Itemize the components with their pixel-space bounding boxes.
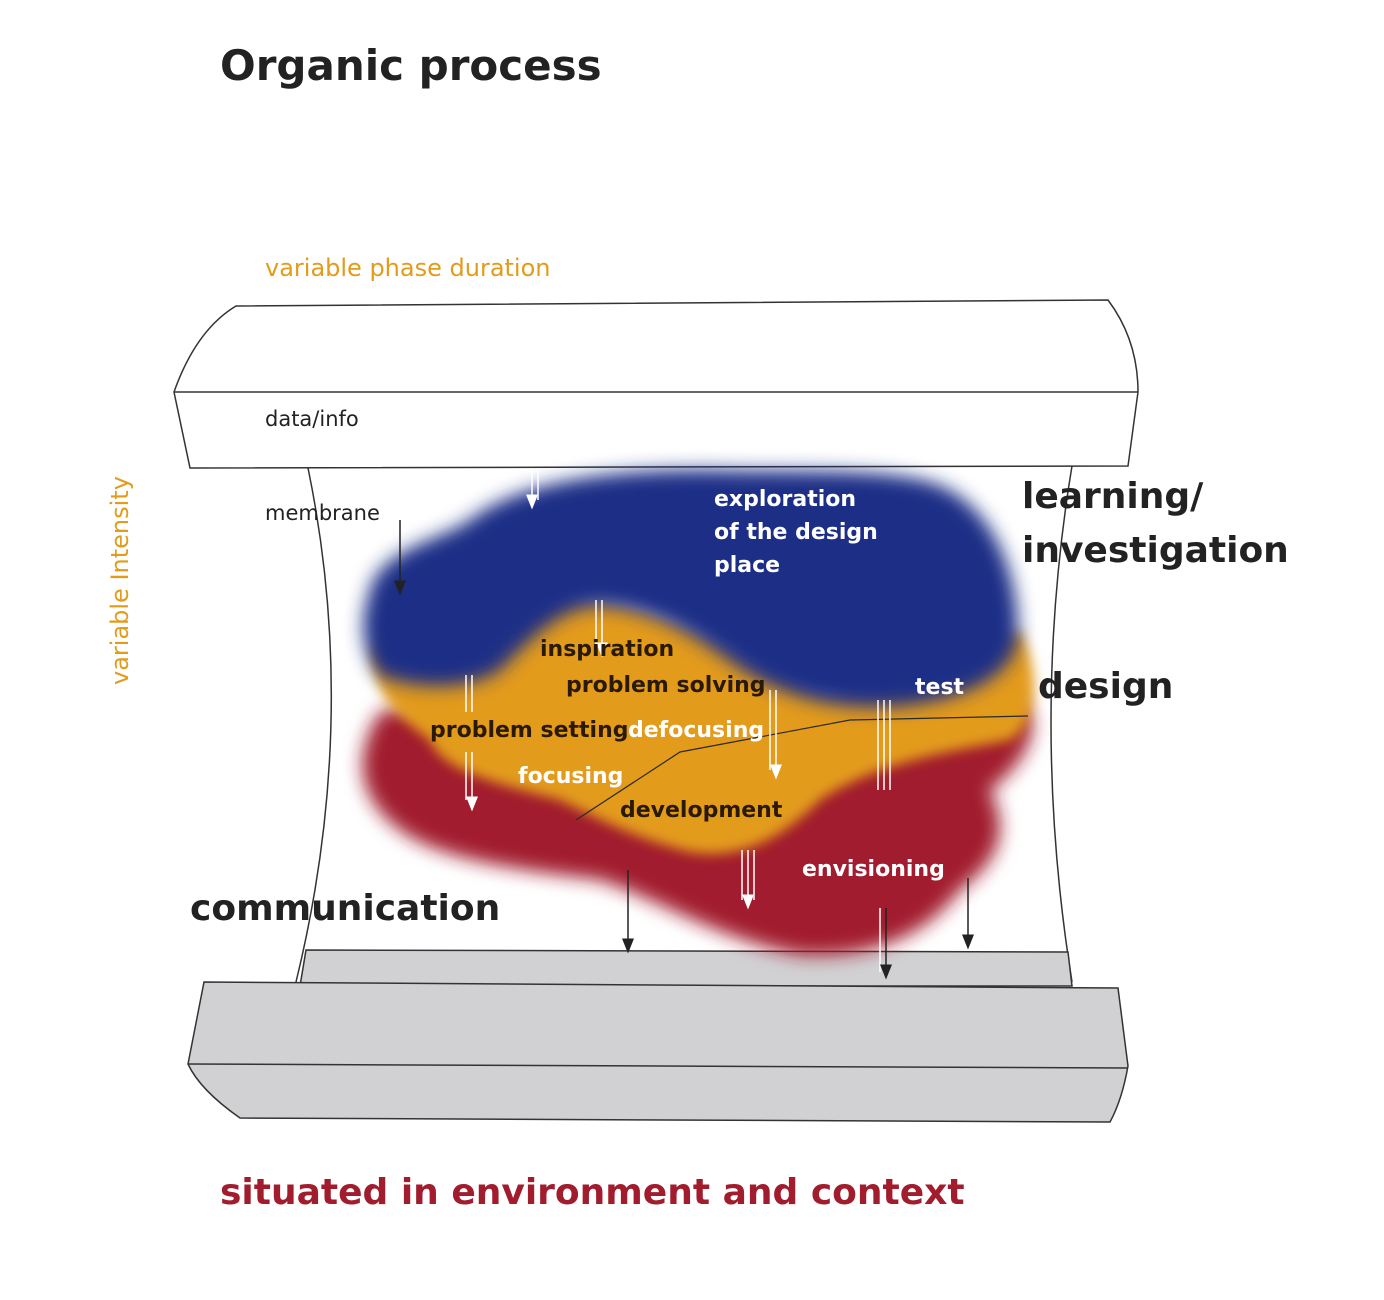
flow-arrows bbox=[394, 470, 974, 980]
intensity-label: variable Intensity bbox=[106, 476, 134, 685]
learning-label-line2: investigation bbox=[1022, 530, 1289, 571]
development-label: development bbox=[620, 798, 783, 823]
problem-solving-label: problem solving bbox=[566, 673, 766, 698]
diagram-title: Organic process bbox=[220, 41, 602, 90]
exploration-label-line1: exploration bbox=[714, 487, 856, 512]
process-line bbox=[575, 715, 1029, 821]
exploration-label-line3: place bbox=[714, 553, 780, 578]
defocusing-label: defocusing bbox=[628, 718, 764, 743]
phase-duration-label: variable phase duration bbox=[265, 254, 551, 282]
learning-blob bbox=[363, 469, 1019, 707]
membrane-label: membrane bbox=[265, 501, 380, 525]
envisioning-label: envisioning bbox=[802, 857, 945, 882]
bottom-band bbox=[187, 949, 1129, 1123]
exploration-label-line2: of the design bbox=[714, 520, 878, 545]
design-blob bbox=[371, 597, 1034, 854]
membrane-walls bbox=[295, 465, 1073, 983]
data-info-label: data/info bbox=[265, 407, 359, 431]
learning-label-line1: learning/ bbox=[1022, 476, 1204, 517]
communication-label: communication bbox=[190, 888, 500, 929]
design-label: design bbox=[1038, 666, 1173, 707]
problem-setting-label: problem setting bbox=[430, 718, 629, 743]
inspiration-label: inspiration bbox=[540, 637, 674, 662]
top-band bbox=[173, 299, 1139, 469]
focusing-label: focusing bbox=[518, 764, 623, 789]
test-label: test bbox=[915, 675, 965, 700]
footer-caption: situated in environment and context bbox=[220, 1172, 965, 1213]
